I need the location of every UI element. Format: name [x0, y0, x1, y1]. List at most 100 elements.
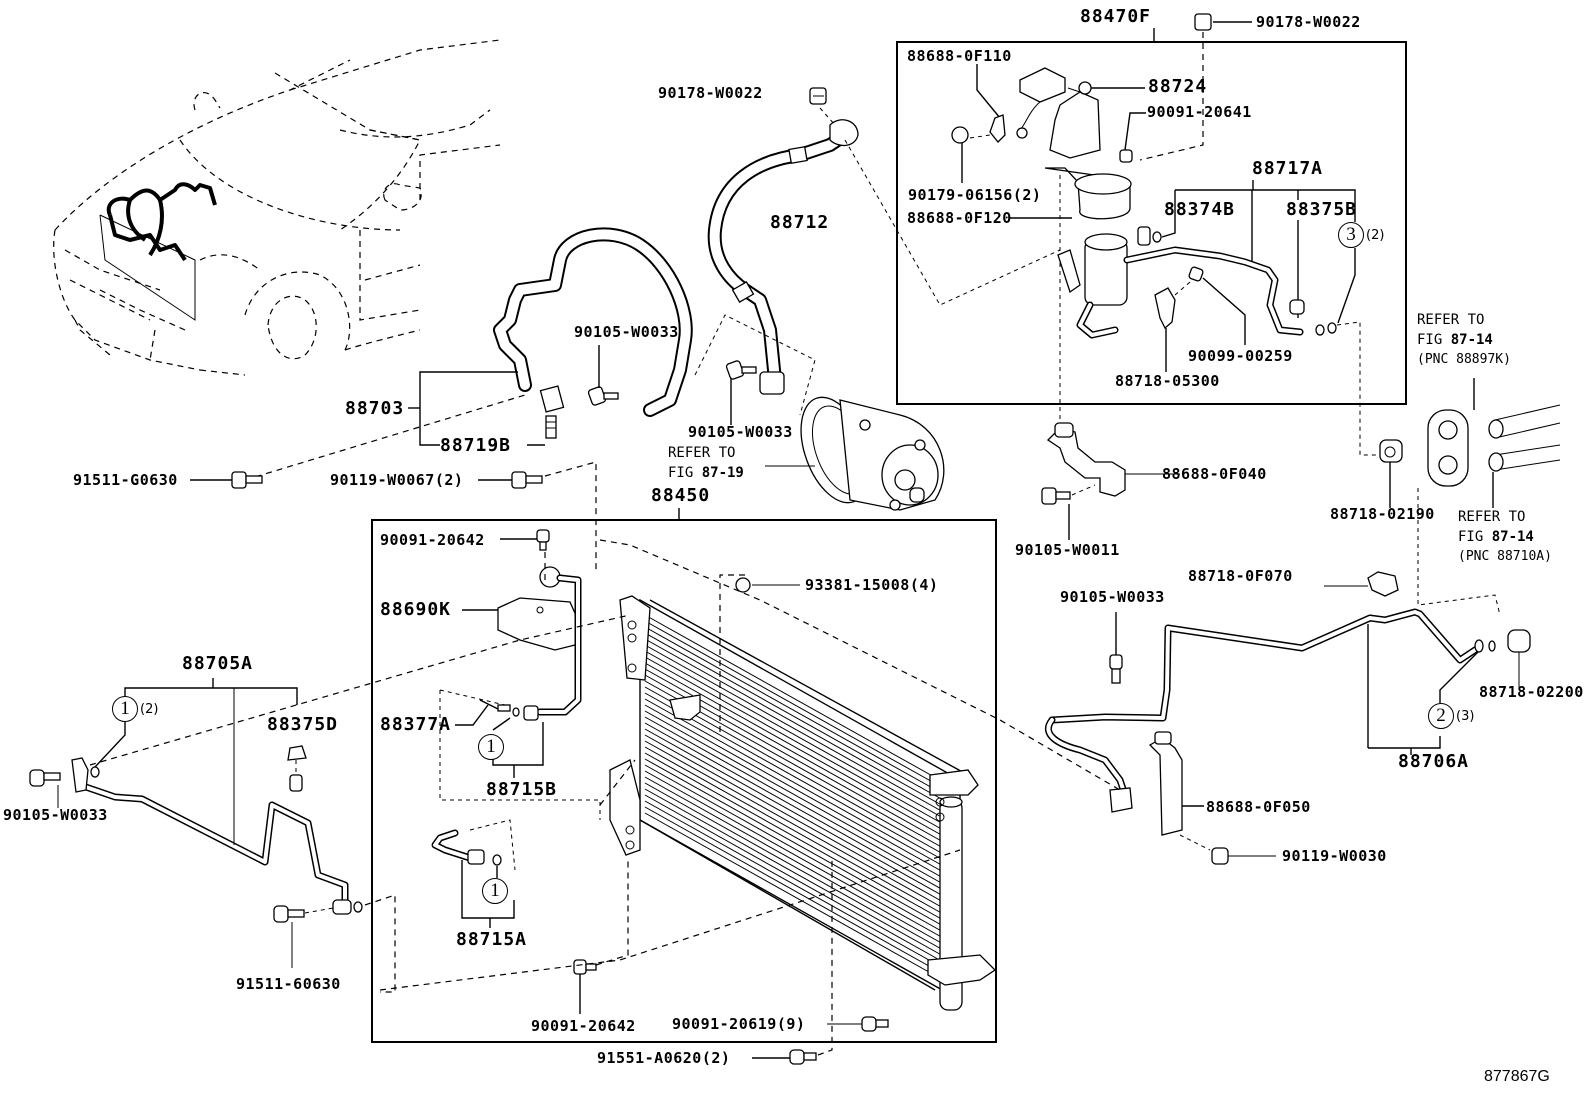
- o-ring-icon: [1315, 322, 1337, 336]
- condenser-fin: [644, 716, 946, 886]
- callout-1: 1: [482, 878, 508, 904]
- part-label: 88706A: [1398, 751, 1470, 772]
- bracket-88718-05300: [1154, 287, 1176, 330]
- condenser-fin: [644, 812, 946, 982]
- part-label: 88715B: [486, 779, 558, 800]
- reference-fig-prefix: FIG: [1458, 529, 1492, 545]
- reference-fig: FIG 87-14: [1458, 527, 1552, 547]
- part-label: 88377A: [380, 714, 452, 735]
- reference-line: REFER TO: [1458, 509, 1526, 525]
- reference-fig-number[interactable]: 87-19: [701, 465, 744, 481]
- cap-88375d: [287, 745, 307, 792]
- assembly-label-condenser: 88450: [651, 485, 711, 506]
- condenser-fin: [644, 620, 946, 790]
- reference-fig-number[interactable]: 87-14: [1450, 332, 1493, 348]
- callout-qty: (2): [1366, 228, 1385, 243]
- part-label: 88703: [345, 398, 405, 419]
- callout-1: 1: [478, 734, 504, 760]
- condenser-fin: [644, 770, 946, 940]
- bracket-88688-0f050: [1148, 731, 1183, 836]
- o-ring-icon: [353, 901, 363, 913]
- part-label: 91551-A0620(2): [597, 1049, 731, 1067]
- part-label: 88718-02190: [1330, 505, 1435, 523]
- reference-fig-prefix: FIG: [1417, 332, 1451, 348]
- upper-reference: REFER TO FIG 87-14 (PNC 88897K): [1417, 310, 1511, 370]
- expansion-block-88897k: [1427, 409, 1469, 487]
- condenser-fin: [644, 806, 946, 976]
- reference-line: REFER TO: [668, 445, 736, 461]
- part-label: 88718-0F070: [1188, 567, 1293, 585]
- assembly-label-receiver: 88470F: [1080, 6, 1152, 27]
- part-label: 90105-W0011: [1015, 541, 1120, 559]
- receiver-dryer: [1057, 233, 1304, 339]
- part-label: 90099-00259: [1188, 347, 1293, 365]
- pressure-switch-88724: [1016, 67, 1101, 159]
- reference-pnc: (PNC 88897K): [1417, 352, 1511, 367]
- condenser-fin: [644, 752, 946, 922]
- condenser-fin: [644, 788, 946, 958]
- condenser-fin: [644, 800, 946, 970]
- condenser-fin: [644, 704, 946, 874]
- condenser-fin: [644, 764, 946, 934]
- reference-fig-number[interactable]: 87-14: [1491, 529, 1534, 545]
- nut-icon: [1507, 629, 1531, 653]
- part-label: 88375B: [1286, 199, 1358, 220]
- part-label: 91511-60630: [236, 975, 341, 993]
- condenser-fin: [644, 692, 946, 862]
- part-label: 90091-20619(9): [672, 1015, 806, 1033]
- condenser-fin: [644, 710, 946, 880]
- bolt-icon: [511, 471, 543, 489]
- figure-id: 877867G: [1484, 1068, 1550, 1085]
- condenser-fin: [644, 734, 946, 904]
- cap-88375b: [1289, 299, 1305, 315]
- condenser-fin: [644, 638, 946, 808]
- receiver-assembly-box: [896, 41, 1407, 405]
- bolt-icon: [573, 959, 597, 975]
- condenser-fin: [644, 698, 946, 868]
- reference-fig: FIG 87-19: [668, 463, 744, 483]
- condenser-fin: [644, 782, 946, 952]
- pipe-ends-88710a: [1488, 404, 1561, 472]
- part-label: 88712: [770, 212, 830, 233]
- part-label: 93381-15008(4): [805, 576, 939, 594]
- bolt-icon: [1188, 266, 1204, 282]
- nut-icon: [809, 87, 827, 105]
- nut-icon: [951, 126, 969, 144]
- o-ring-icon: [90, 766, 100, 778]
- bolt-icon: [273, 905, 305, 923]
- reference-pnc: (PNC 88710A): [1458, 549, 1552, 564]
- o-ring-icon: [1474, 639, 1496, 653]
- part-label: 88688-0F120: [907, 209, 1012, 227]
- lower-reference: REFER TO FIG 87-14 (PNC 88710A): [1458, 507, 1552, 567]
- bolt-icon: [861, 1016, 889, 1032]
- tube-88705a: [71, 757, 352, 915]
- part-label: 88688-0F110: [907, 47, 1012, 65]
- part-label: 90105-W0033: [3, 806, 108, 824]
- receiver-bracket: [1044, 167, 1132, 220]
- callout-qty: (2): [140, 702, 159, 717]
- part-label: 88718-02200: [1479, 683, 1584, 701]
- condenser-brackets: [609, 595, 997, 986]
- condenser-fin: [644, 794, 946, 964]
- condenser-fin: [644, 614, 946, 784]
- bracket-88688-0f040: [1046, 422, 1126, 497]
- part-label: 90091-20641: [1147, 103, 1252, 121]
- bolt-icon: [29, 769, 61, 787]
- discharge-hose-88703: [493, 227, 693, 439]
- bolt-icon: [536, 529, 550, 551]
- valve-core-88374b: [1137, 226, 1162, 246]
- condenser-fin: [644, 644, 946, 814]
- bolt-icon: [1109, 654, 1123, 684]
- part-label: 88718-05300: [1115, 372, 1220, 390]
- compressor: [800, 396, 945, 511]
- part-label: 88715A: [456, 929, 528, 950]
- part-label: 88375D: [267, 714, 339, 735]
- condenser-fin: [644, 728, 946, 898]
- reference-line: REFER TO: [1417, 312, 1485, 328]
- bolt-icon: [1119, 149, 1133, 163]
- part-label: 88688-0F050: [1206, 798, 1311, 816]
- condenser-fin: [644, 758, 946, 928]
- nut-icon: [1194, 13, 1212, 31]
- part-label: 88705A: [182, 653, 254, 674]
